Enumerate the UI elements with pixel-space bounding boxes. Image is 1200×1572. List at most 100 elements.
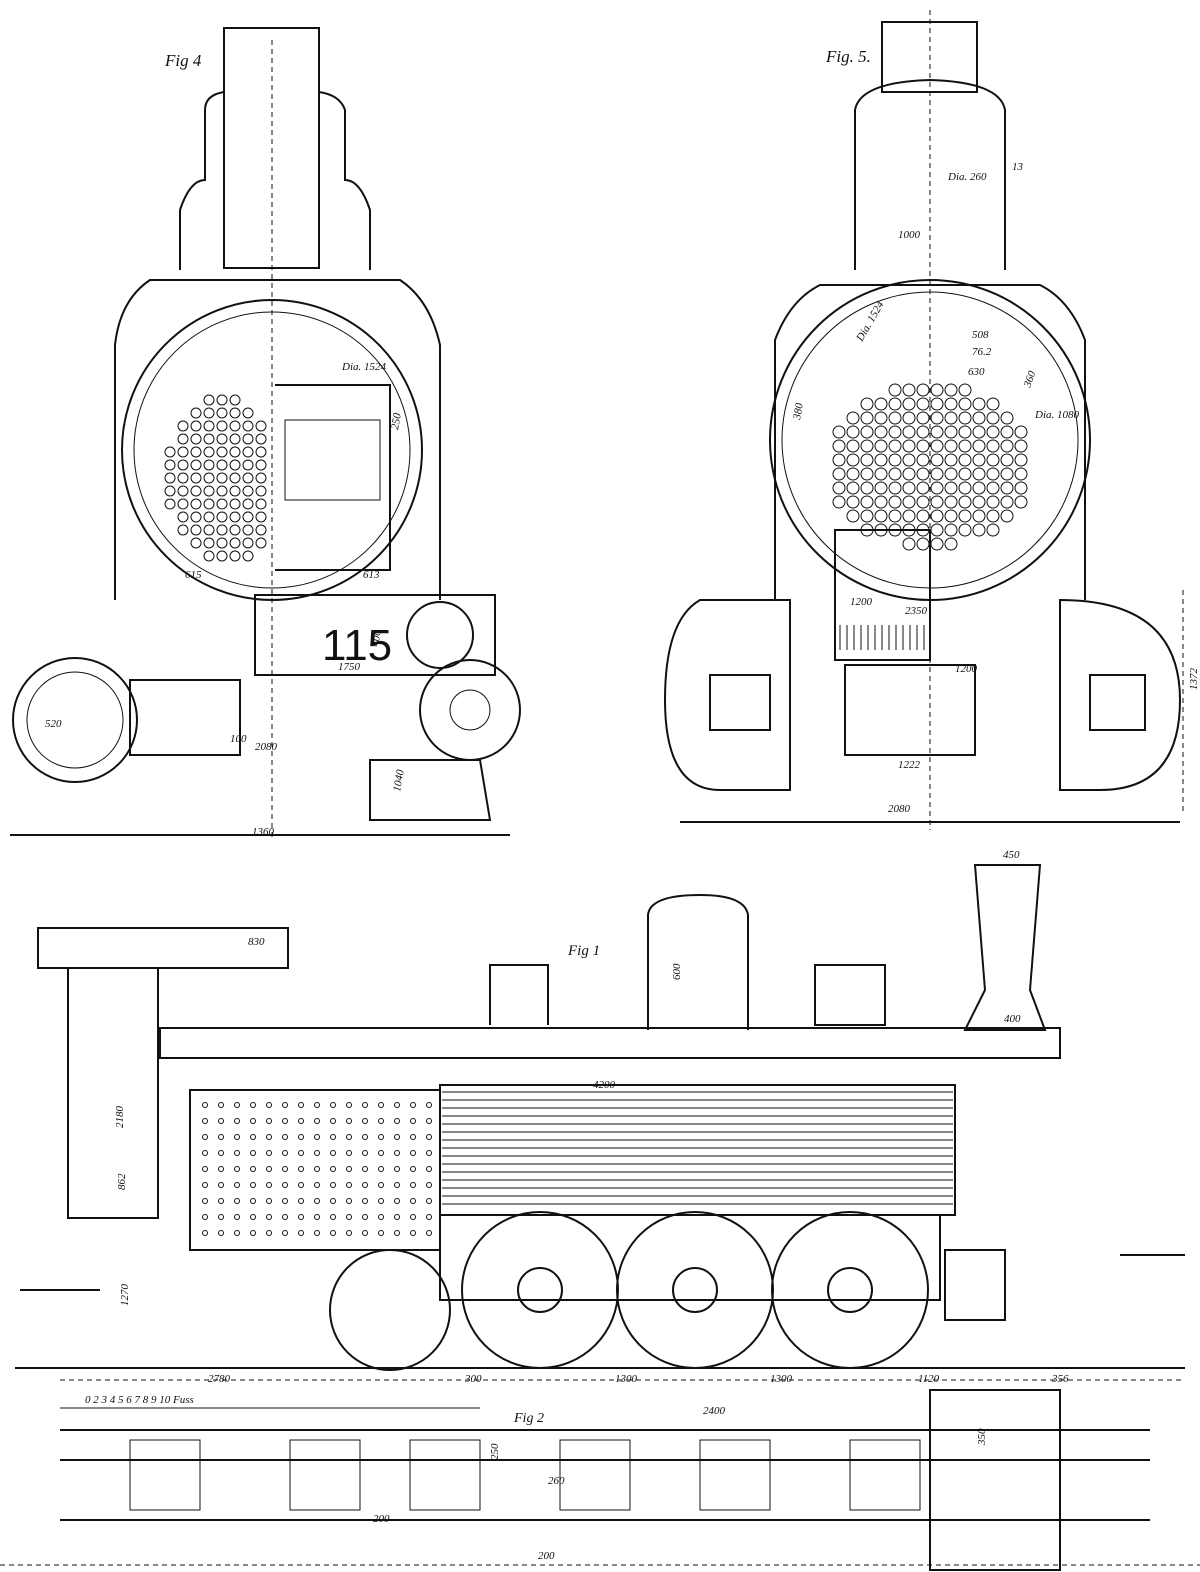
boiler-tube <box>216 394 228 406</box>
boiler-tube <box>255 524 267 536</box>
axle-section <box>559 1439 631 1511</box>
boiler-tube <box>203 511 215 523</box>
boiler-tube <box>986 467 1000 481</box>
boiler-tube <box>972 453 986 467</box>
boiler-tube <box>255 485 267 497</box>
boiler-tube <box>229 511 241 523</box>
fig1-safety-valve <box>489 964 549 1025</box>
boiler-tube <box>190 446 202 458</box>
firebox-stay <box>394 1214 400 1220</box>
firebox-stay <box>378 1118 384 1124</box>
fig5-dimension: Dia. 1080 <box>1034 409 1080 421</box>
boiler-tube <box>944 537 958 551</box>
boiler-tube <box>242 446 254 458</box>
figure-2-title: Fig 2 <box>513 1411 544 1426</box>
firebox-stay <box>362 1230 368 1236</box>
fig2-dimension: 250 <box>489 1443 501 1460</box>
boiler-tube <box>944 509 958 523</box>
boiler-tube <box>930 537 944 551</box>
firebox-stay <box>410 1102 416 1108</box>
boiler-tube <box>846 439 860 453</box>
boiler-tube <box>944 397 958 411</box>
firebox-stay <box>218 1182 224 1188</box>
firebox-stay <box>314 1214 320 1220</box>
fig1-driving-wheels <box>461 1211 929 1369</box>
boiler-tube <box>242 433 254 445</box>
boiler-tube <box>832 481 846 495</box>
firebox-stay <box>394 1118 400 1124</box>
fig5-dimension: 1222 <box>898 759 921 771</box>
fig1-dimension: 2780 <box>208 1373 231 1385</box>
fig4-smokebox-door <box>275 384 391 571</box>
fig1-smokebox-door <box>944 1249 1006 1321</box>
boiler-tube <box>874 439 888 453</box>
boiler-tube <box>242 498 254 510</box>
fig5-dimension: 1000 <box>898 229 921 241</box>
firebox-stay <box>234 1198 240 1204</box>
boiler-tube <box>190 537 202 549</box>
boiler-tube <box>944 453 958 467</box>
firebox-stay <box>298 1150 304 1156</box>
boiler-tube <box>164 472 176 484</box>
boiler-tube <box>190 485 202 497</box>
boiler-tube <box>216 524 228 536</box>
boiler-tube <box>958 383 972 397</box>
boiler-tube <box>229 459 241 471</box>
boiler-tube <box>930 425 944 439</box>
fig2-axle-sections <box>129 1439 921 1511</box>
firebox-stay <box>362 1134 368 1140</box>
boiler-tube <box>1000 481 1014 495</box>
firebox-stay <box>426 1118 432 1124</box>
boiler-tube <box>860 495 874 509</box>
boiler-tube <box>1014 481 1028 495</box>
fig5-dimension: Dia. 1524 <box>854 299 887 344</box>
boiler-tube <box>255 511 267 523</box>
boiler-tube <box>874 425 888 439</box>
firebox-stay <box>394 1230 400 1236</box>
boiler-tube <box>1000 509 1014 523</box>
fig1-dimension: 1120 <box>918 1373 940 1385</box>
firebox-stay <box>394 1150 400 1156</box>
firebox-stay <box>394 1102 400 1108</box>
firebox-stay <box>410 1182 416 1188</box>
boiler-tube <box>255 537 267 549</box>
boiler-tube <box>242 524 254 536</box>
boiler-tube <box>229 537 241 549</box>
boiler-tube <box>1000 495 1014 509</box>
boiler-tube <box>958 397 972 411</box>
boiler-tube <box>190 459 202 471</box>
boiler-tube <box>944 481 958 495</box>
boiler-tube <box>972 481 986 495</box>
firebox-stay <box>346 1118 352 1124</box>
boiler-tube <box>874 467 888 481</box>
firebox-stay <box>298 1214 304 1220</box>
boiler-tube <box>190 511 202 523</box>
fig5-dimension: 380 <box>791 402 806 422</box>
boiler-tube <box>944 523 958 537</box>
firebox-stay <box>362 1166 368 1172</box>
boiler-tube <box>846 425 860 439</box>
fig5-dimension: Dia. 260 <box>947 171 987 183</box>
firebox-stay <box>426 1230 432 1236</box>
boiler-tube <box>916 481 930 495</box>
boiler-tube <box>832 425 846 439</box>
firebox-stay <box>266 1230 272 1236</box>
firebox-stay <box>426 1150 432 1156</box>
boiler-tube <box>944 425 958 439</box>
firebox-stay <box>362 1150 368 1156</box>
firebox-stay <box>234 1150 240 1156</box>
boiler-tube <box>177 433 189 445</box>
firebox-stay <box>410 1166 416 1172</box>
firebox-stay <box>218 1230 224 1236</box>
fig1-cab-roof <box>37 927 289 969</box>
firebox-stay <box>410 1150 416 1156</box>
boiler-tube <box>860 425 874 439</box>
firebox-stay <box>410 1134 416 1140</box>
boiler-tube <box>958 467 972 481</box>
boiler-tube <box>874 397 888 411</box>
fig1-firebox-stays <box>202 1102 432 1236</box>
fig5-axle-box <box>844 664 976 756</box>
